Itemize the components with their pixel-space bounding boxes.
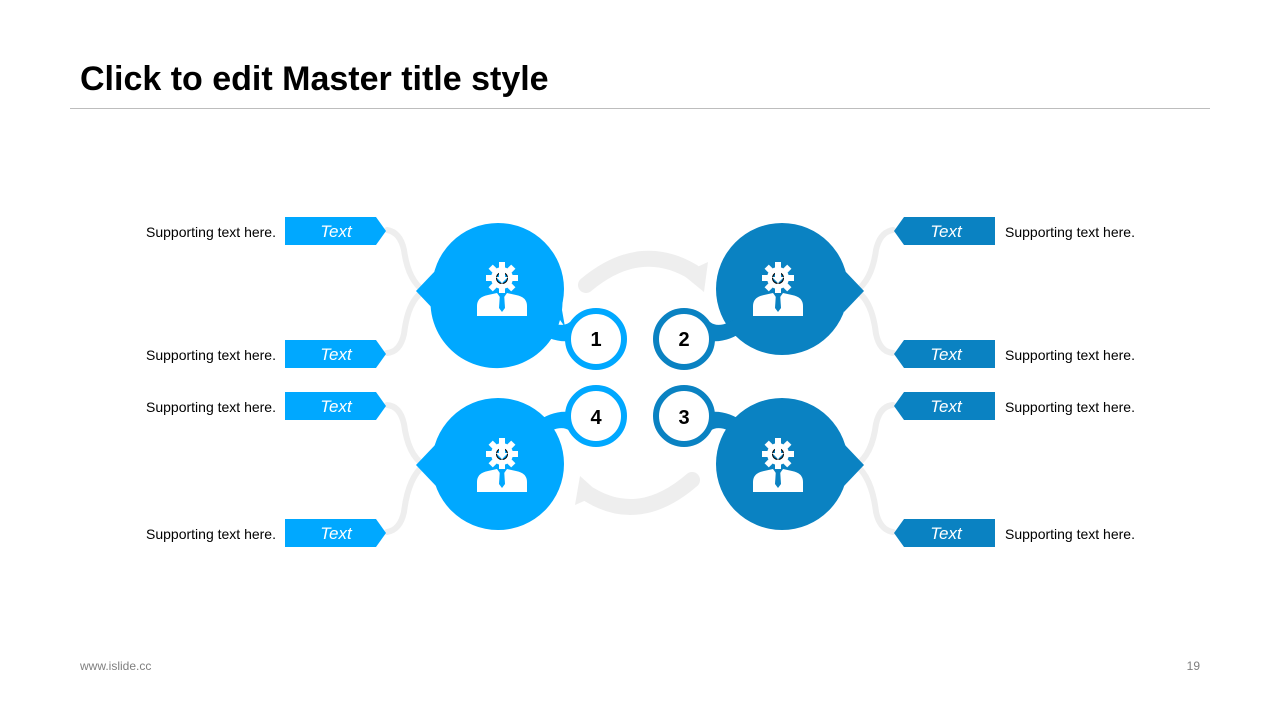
tag-step1-a[interactable]: Text Supporting text here. — [146, 217, 386, 245]
supporting-text: Supporting text here. — [1005, 224, 1135, 240]
tag-label: Text — [930, 345, 963, 364]
supporting-text: Supporting text here. — [146, 224, 276, 240]
step-3-number-ring: 3 — [653, 385, 715, 447]
supporting-text: Supporting text here. — [146, 526, 276, 542]
slide-title[interactable]: Click to edit Master title style — [80, 60, 549, 98]
supporting-text: Supporting text here. — [1005, 347, 1135, 363]
tag-step4-a[interactable]: Text Supporting text here. — [146, 392, 386, 420]
tag-step3-a[interactable]: Text Supporting text here. — [894, 392, 1135, 420]
supporting-text: Supporting text here. — [146, 399, 276, 415]
step-1-number-ring: 1 — [565, 308, 627, 370]
tag-step2-b[interactable]: Text Supporting text here. — [894, 340, 1135, 368]
cycle-arrow-bottom — [575, 472, 700, 515]
footer-url[interactable]: www.islide.cc — [80, 659, 152, 673]
supporting-text: Supporting text here. — [146, 347, 276, 363]
tag-label: Text — [320, 222, 353, 241]
step-2-number: 2 — [678, 329, 689, 351]
businessman-gear-icon — [477, 262, 527, 316]
supporting-text: Supporting text here. — [1005, 526, 1135, 542]
page-number: 19 — [1186, 659, 1200, 673]
supporting-text: Supporting text here. — [1005, 399, 1135, 415]
step-1-number: 1 — [590, 329, 601, 351]
tag-label: Text — [320, 345, 353, 364]
step-4-number-ring: 4 — [565, 385, 627, 447]
businessman-gear-icon — [753, 438, 803, 492]
step-4-number: 4 — [590, 407, 602, 429]
businessman-gear-icon — [753, 262, 803, 316]
tag-label: Text — [320, 524, 353, 543]
title-divider — [70, 108, 1210, 109]
tag-step3-b[interactable]: Text Supporting text here. — [894, 519, 1135, 547]
step-4-bubble — [416, 398, 575, 530]
step-2-number-ring: 2 — [653, 308, 715, 370]
tag-connectors — [384, 227, 896, 535]
businessman-gear-icon — [477, 438, 527, 492]
step-2-bubble — [705, 223, 864, 355]
step-3-bubble — [705, 398, 864, 530]
tag-label: Text — [930, 397, 963, 416]
tag-label: Text — [320, 397, 353, 416]
cycle-arrow-top — [578, 250, 708, 293]
tag-step4-b[interactable]: Text Supporting text here. — [146, 519, 386, 547]
tag-step2-a[interactable]: Text Supporting text here. — [894, 217, 1135, 245]
tag-label: Text — [930, 222, 963, 241]
tag-label: Text — [930, 524, 963, 543]
step-1-bubble — [416, 223, 575, 369]
tag-step1-b[interactable]: Text Supporting text here. — [146, 340, 386, 368]
step-3-number: 3 — [678, 407, 689, 429]
